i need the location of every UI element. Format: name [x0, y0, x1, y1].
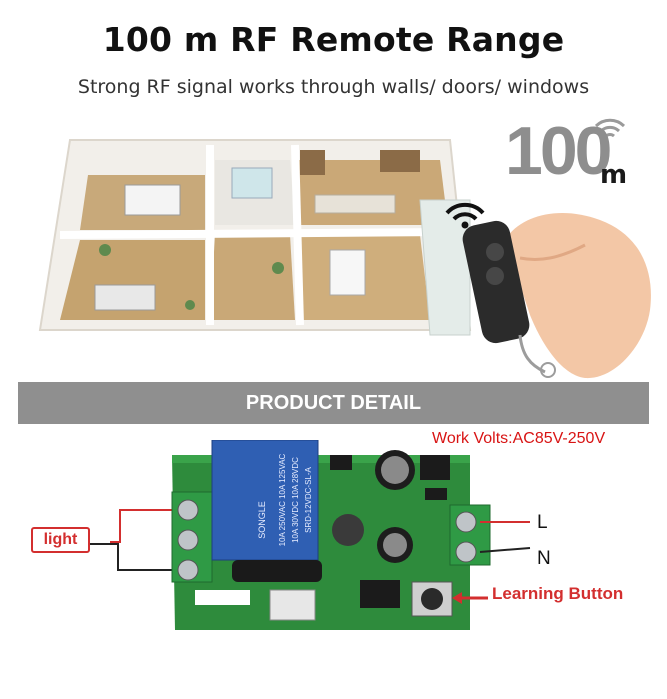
wifi-signal-icon: [594, 118, 626, 138]
antenna-coil: [232, 560, 322, 582]
work-volts-label: Work Volts:AC85V-250V: [432, 430, 606, 447]
svg-text:10A 250VAC 10A 125VAC: 10A 250VAC 10A 125VAC: [278, 453, 287, 546]
light-wires: [90, 509, 175, 571]
remote-signal-icon: [445, 202, 485, 229]
range-number: 100: [505, 113, 612, 189]
terminal-n-label: N: [537, 548, 551, 569]
range-unit: m: [600, 160, 628, 190]
hero-illustration: [38, 118, 651, 379]
terminal-l-label: L: [537, 512, 548, 533]
page-subtitle: Strong RF signal works through walls/ do…: [77, 76, 590, 98]
svg-text:10A 30VDC 10A 28VDC: 10A 30VDC 10A 28VDC: [291, 457, 300, 543]
relay-module: [211, 440, 319, 561]
svg-text:SRD-12VDC-SL-A: SRD-12VDC-SL-A: [304, 466, 313, 532]
receiver-board-illustration: SONGLE 10A 250VAC 10A 125VAC 10A 30VDC 1…: [90, 440, 531, 630]
ic-chip: [420, 455, 450, 480]
svg-text:SONGLE: SONGLE: [257, 501, 267, 539]
section-banner: PRODUCT DETAIL: [18, 382, 649, 424]
hand-holding-remote: [462, 212, 651, 379]
page-title: 100 m RF Remote Range: [102, 20, 565, 59]
floor-plan-illustration: [38, 139, 472, 336]
light-label: light: [31, 527, 90, 553]
learning-button-label: Learning Button: [492, 584, 624, 603]
inductor: [332, 514, 364, 546]
